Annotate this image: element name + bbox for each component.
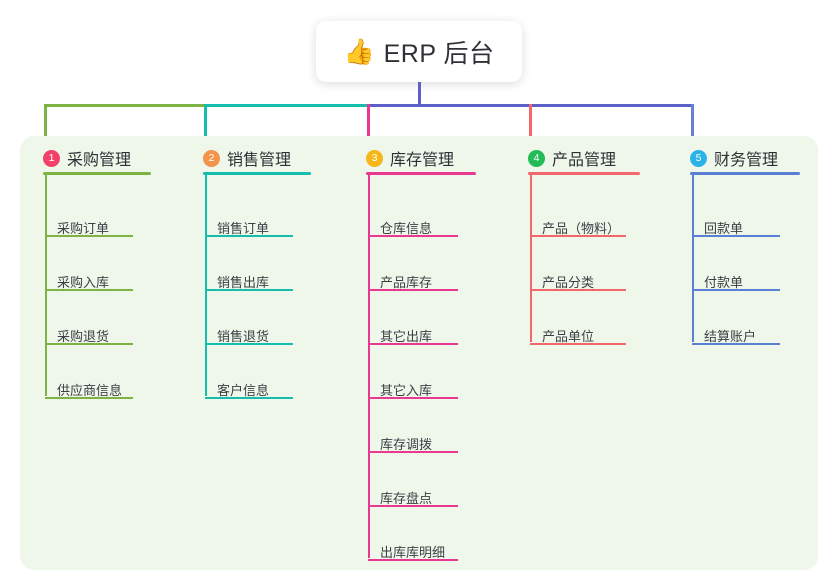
leaf-item[interactable]: 仓库信息	[380, 221, 433, 236]
leaf-underline	[205, 343, 293, 345]
leaf-item[interactable]: 采购订单	[57, 221, 110, 236]
leaf-item[interactable]: 销售退货	[217, 329, 270, 344]
leaf-item[interactable]: 销售出库	[217, 275, 270, 290]
root-title: ERP 后台	[383, 39, 495, 68]
branch-header-1[interactable]: 1 采购管理	[43, 146, 131, 170]
leaf-item[interactable]: 库存盘点	[380, 491, 433, 506]
branch-title: 产品管理	[552, 152, 617, 169]
branch-underline	[528, 172, 640, 175]
branch-spine	[45, 175, 47, 396]
branch-number-badge: 4	[528, 149, 545, 167]
leaf-underline	[530, 289, 626, 291]
leaf-item[interactable]: 客户信息	[217, 383, 270, 398]
leaf-underline	[45, 289, 133, 291]
leaf-item[interactable]: 其它入库	[380, 383, 433, 398]
branch-spine	[530, 175, 532, 342]
leaf-item[interactable]: 其它出库	[380, 329, 433, 344]
leaf-underline	[45, 343, 133, 345]
branch-underline	[203, 172, 311, 175]
leaf-item[interactable]: 库存调拨	[380, 437, 433, 452]
leaf-item[interactable]: 产品（物料）	[542, 221, 621, 236]
connector-segment-2	[203, 104, 370, 107]
root-stem-line	[417, 82, 421, 107]
leaf-item[interactable]: 回款单	[704, 221, 744, 236]
leaf-item[interactable]: 销售订单	[217, 221, 270, 236]
root-node[interactable]: 👍 ERP 后台	[316, 21, 522, 82]
leaf-item[interactable]: 结算账户	[704, 329, 757, 344]
leaf-item[interactable]: 产品分类	[542, 275, 595, 290]
leaf-item[interactable]: 产品单位	[542, 329, 595, 344]
branch-title: 库存管理	[390, 152, 455, 169]
connector-drop-2	[203, 104, 207, 154]
connector-drop-4	[528, 104, 532, 154]
branch-number-badge: 3	[366, 149, 383, 167]
leaf-item[interactable]: 出库库明细	[380, 545, 446, 560]
branch-underline	[366, 172, 476, 175]
branch-underline	[43, 172, 151, 175]
connector-segment-1	[43, 104, 207, 107]
leaf-underline	[368, 343, 458, 345]
leaf-underline	[45, 235, 133, 237]
leaf-underline	[45, 397, 133, 399]
branch-title: 采购管理	[67, 152, 132, 169]
leaf-underline	[205, 235, 293, 237]
leaf-item[interactable]: 付款单	[704, 275, 744, 290]
connector-drop-5	[690, 104, 694, 154]
branch-title: 销售管理	[227, 152, 292, 169]
connector-drop-1	[43, 104, 47, 154]
leaf-underline	[692, 289, 780, 291]
leaf-underline	[692, 343, 780, 345]
branch-spine	[692, 175, 694, 342]
leaf-underline	[368, 289, 458, 291]
leaf-underline	[205, 397, 293, 399]
branch-title: 财务管理	[714, 152, 779, 169]
leaf-item[interactable]: 供应商信息	[57, 383, 123, 398]
thumbs-up-icon: 👍	[343, 37, 375, 66]
leaf-underline	[530, 343, 626, 345]
branch-header-5[interactable]: 5 财务管理	[690, 146, 778, 170]
branch-header-3[interactable]: 3 库存管理	[366, 146, 454, 170]
branches-panel: 1 采购管理采购订单采购入库采购退货供应商信息 2 销售管理销售订单销售出库销售退货客…	[20, 136, 818, 570]
leaf-item[interactable]: 产品库存	[380, 275, 433, 290]
leaf-item[interactable]: 采购退货	[57, 329, 110, 344]
branch-underline	[690, 172, 800, 175]
branch-number-badge: 5	[690, 149, 707, 167]
leaf-underline	[368, 505, 458, 507]
branch-header-4[interactable]: 4 产品管理	[528, 146, 616, 170]
leaf-underline	[368, 397, 458, 399]
leaf-underline	[692, 235, 780, 237]
leaf-underline	[368, 451, 458, 453]
branch-spine	[368, 175, 370, 558]
leaf-underline	[205, 289, 293, 291]
branch-number-badge: 2	[203, 149, 220, 167]
leaf-underline	[368, 235, 458, 237]
leaf-item[interactable]: 采购入库	[57, 275, 110, 290]
leaf-underline	[530, 235, 626, 237]
branch-header-2[interactable]: 2 销售管理	[203, 146, 291, 170]
branch-number-badge: 1	[43, 149, 60, 167]
connector-drop-3	[366, 104, 370, 154]
leaf-underline	[368, 559, 458, 561]
branch-spine	[205, 175, 207, 396]
